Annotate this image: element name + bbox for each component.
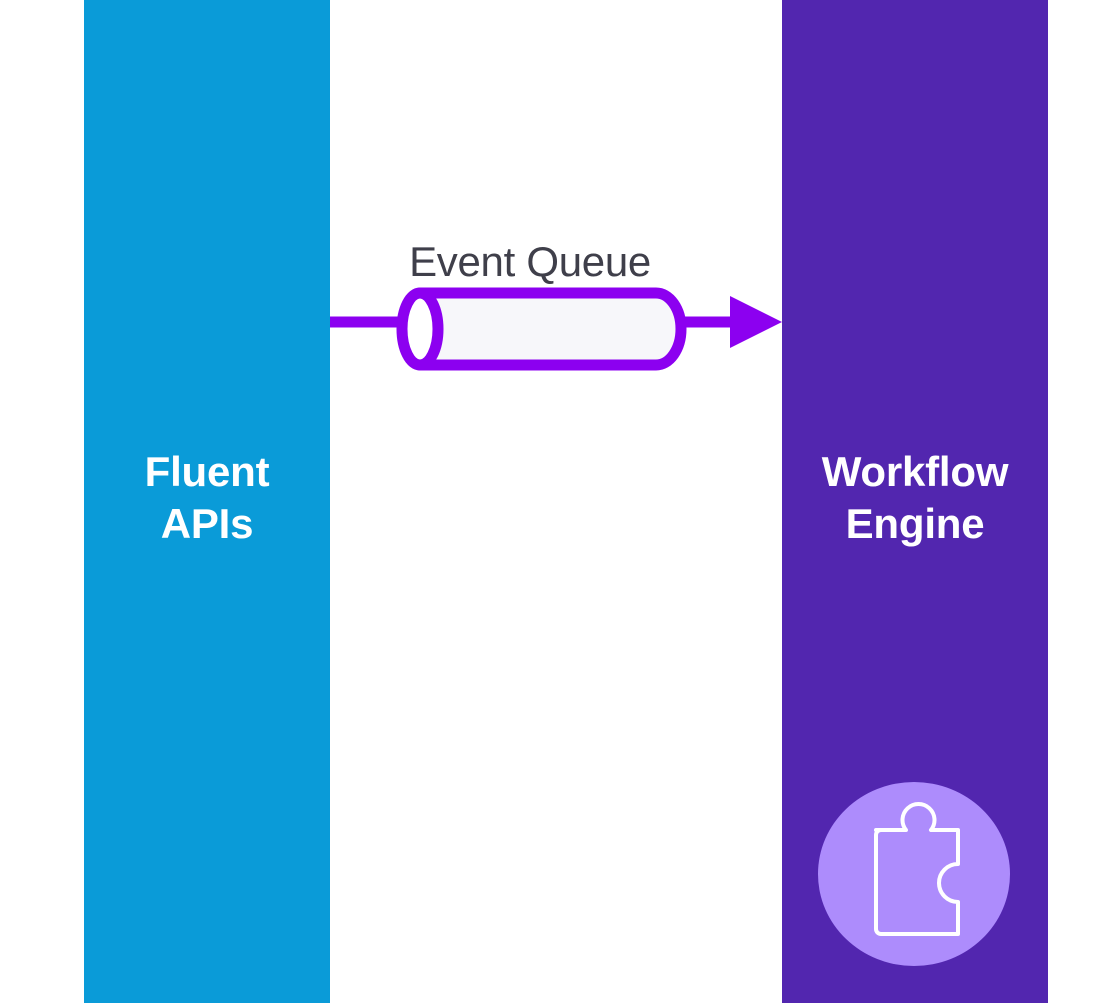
node-workflow-engine-label: Workflow Engine bbox=[821, 448, 1009, 547]
node-fluent-apis-label: Fluent APIs bbox=[144, 448, 270, 547]
connector-arrowhead bbox=[730, 296, 782, 348]
badge-circle bbox=[818, 782, 1010, 966]
plugin-badge[interactable] bbox=[818, 782, 1010, 966]
puzzle-piece-icon bbox=[874, 802, 960, 936]
node-fluent-apis[interactable]: Fluent APIs bbox=[84, 0, 330, 1003]
event-queue-cylinder-cap bbox=[396, 287, 444, 371]
event-queue-label: Event Queue bbox=[409, 238, 651, 285]
event-queue-cylinder-body bbox=[414, 287, 687, 371]
